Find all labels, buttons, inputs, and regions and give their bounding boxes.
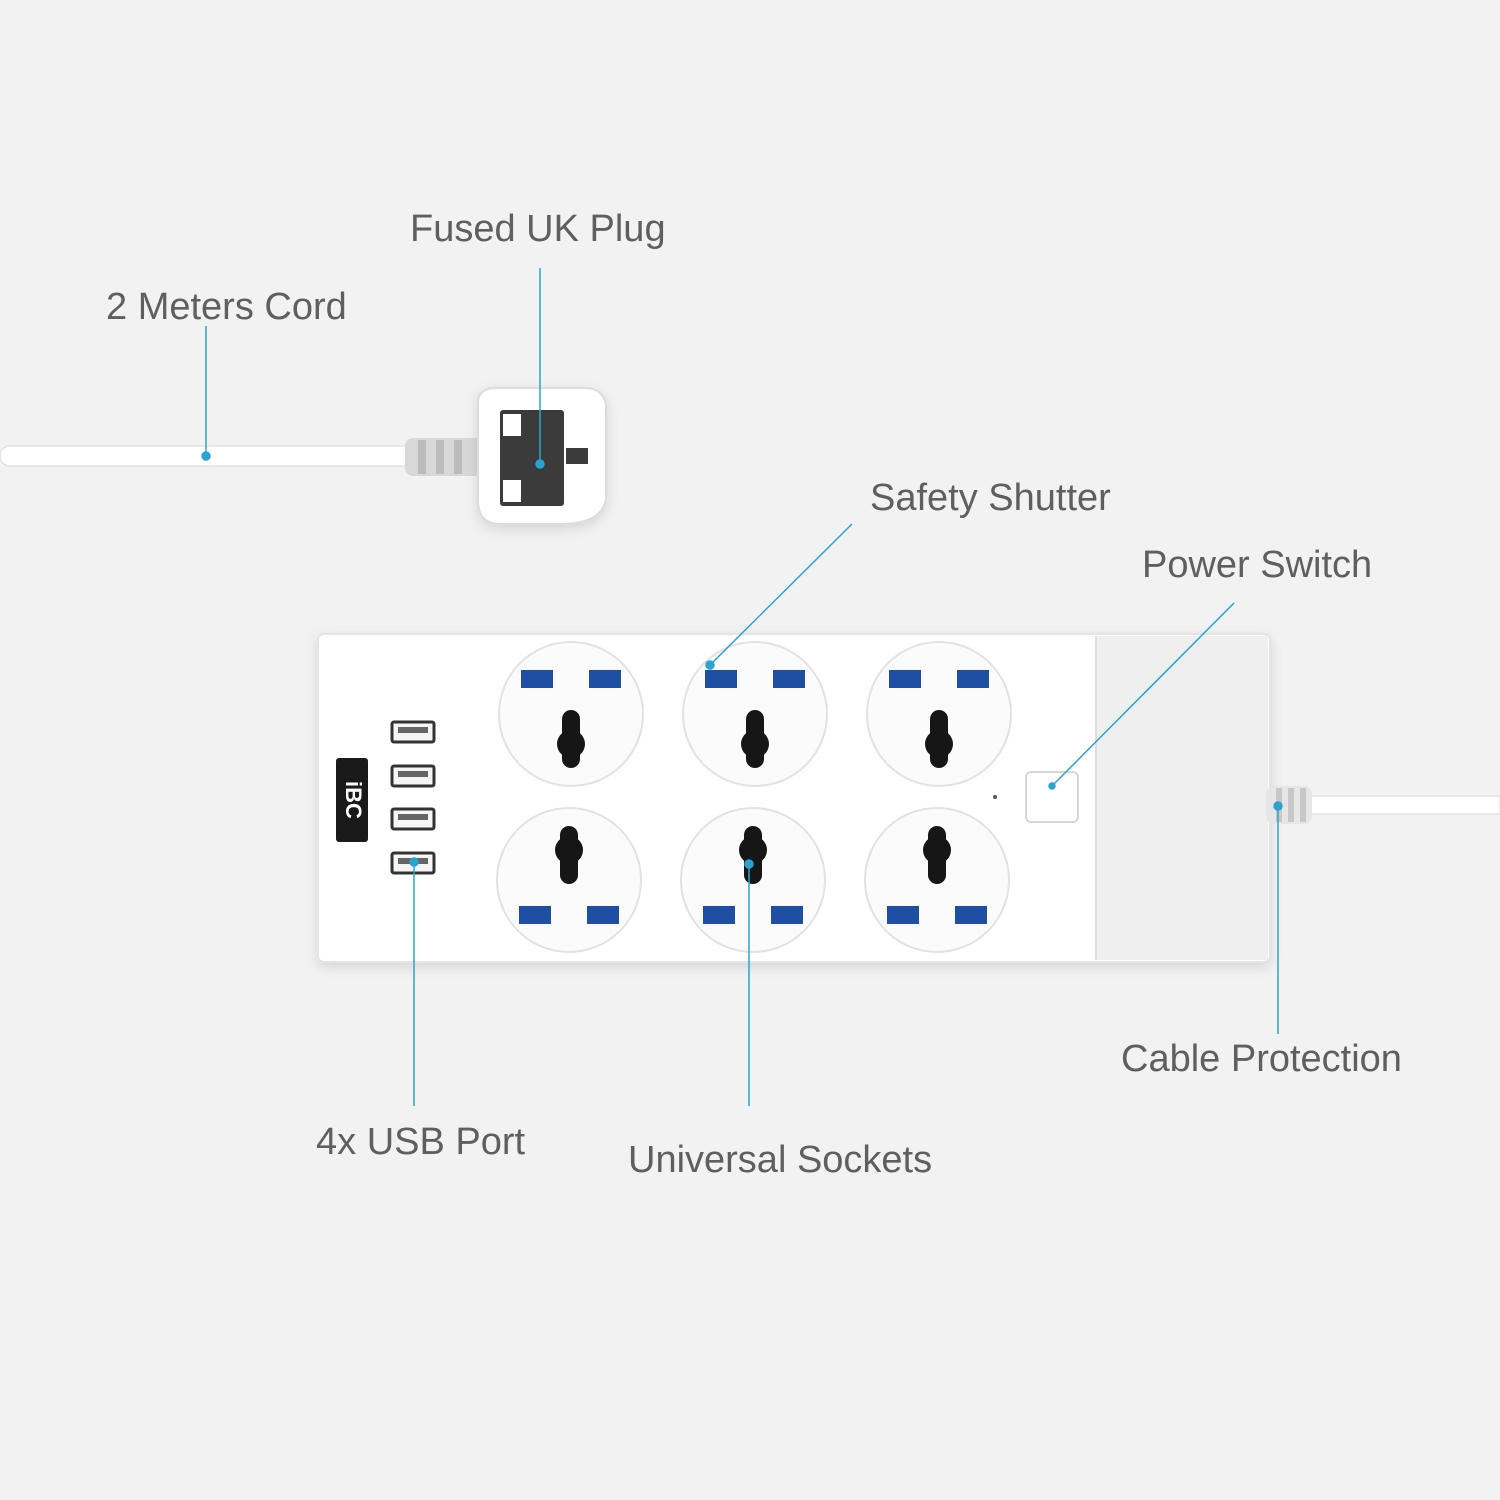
usb-port [390,807,436,831]
universal-socket [682,641,828,787]
universal-socket [496,807,642,953]
universal-sockets-label: Universal Sockets [628,1139,933,1181]
cable-protection-label: Cable Protection [1121,1038,1402,1080]
universal-socket [680,807,826,953]
usb-port [390,720,436,744]
universal-socket [864,807,1010,953]
cable-protection-sleeve [1266,786,1312,824]
usb-port-label: 4x USB Port [316,1121,526,1163]
brand-badge: iBC [336,758,368,842]
universal-socket [866,641,1012,787]
power-switch [1025,771,1079,823]
brand-text: iBC [341,781,366,819]
safety-shutter-label: Safety Shutter [870,477,1111,519]
universal-socket [498,641,644,787]
uk-plug [477,387,607,525]
cord-label: 2 Meters Cord [106,286,347,328]
power-switch-label: Power Switch [1142,544,1373,586]
usb-port [390,764,436,788]
plug-strain-relief [405,438,483,476]
callout-lines [201,268,1283,1106]
plug-label: Fused UK Plug [410,208,666,250]
